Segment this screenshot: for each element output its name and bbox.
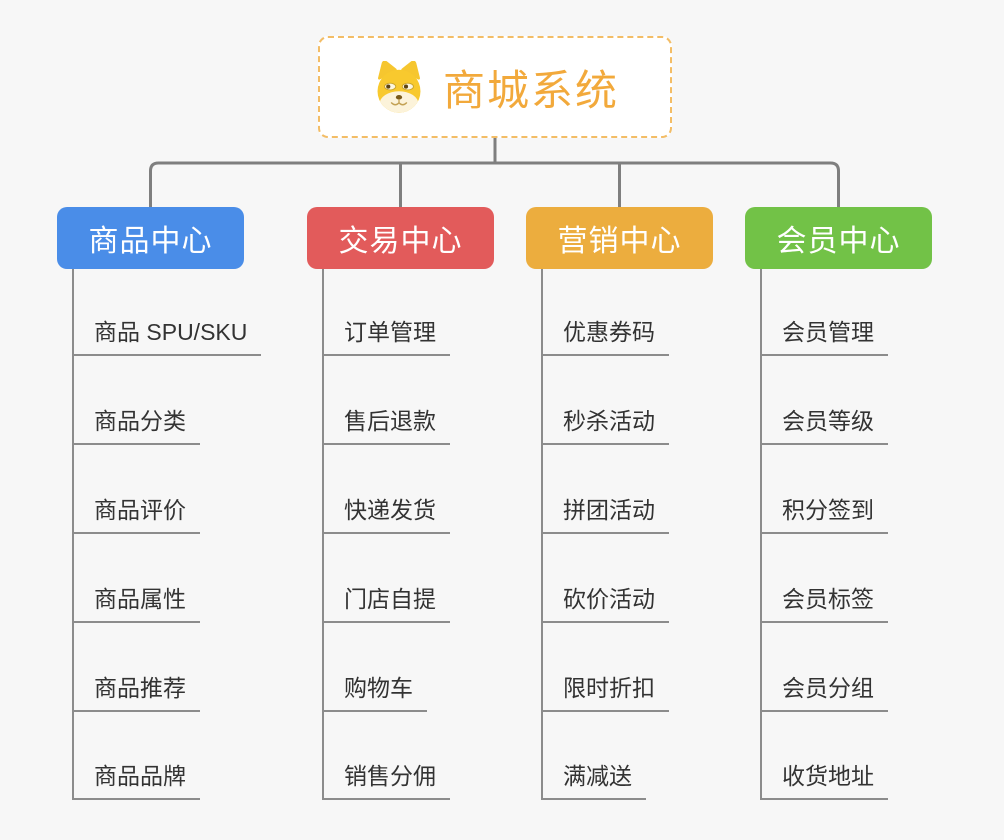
child-topic[interactable]: 商品评价 — [72, 495, 200, 534]
child-topic[interactable]: 会员等级 — [760, 406, 888, 445]
child-topic[interactable]: 订单管理 — [322, 317, 450, 356]
child-topic[interactable]: 会员管理 — [760, 317, 888, 356]
connector-lines — [149, 138, 840, 207]
child-topic[interactable]: 积分签到 — [760, 495, 888, 534]
child-topic[interactable]: 商品 SPU/SKU — [72, 317, 262, 356]
branch-trunk-line — [72, 269, 74, 800]
branch-box-trade[interactable]: 交易中心 — [307, 207, 494, 269]
child-topic[interactable]: 收货地址 — [760, 761, 888, 800]
dog-face-icon — [377, 60, 421, 113]
child-topic[interactable]: 拼团活动 — [541, 495, 669, 534]
branch-box-marketing[interactable]: 营销中心 — [526, 207, 713, 269]
child-topic[interactable]: 购物车 — [322, 673, 427, 712]
child-topic[interactable]: 商品品牌 — [72, 761, 200, 800]
child-topic[interactable]: 会员标签 — [760, 584, 888, 623]
branch-box-member[interactable]: 会员中心 — [745, 207, 932, 269]
child-topic[interactable]: 商品推荐 — [72, 673, 200, 712]
child-topic[interactable]: 销售分佣 — [322, 761, 450, 800]
branch-trunk-line — [760, 269, 762, 800]
child-topic[interactable]: 快递发货 — [322, 495, 450, 534]
child-topic[interactable]: 优惠券码 — [541, 317, 669, 356]
root-title: 商城系统 — [442, 66, 619, 114]
branch-box-product[interactable]: 商品中心 — [57, 207, 244, 269]
child-topic[interactable]: 砍价活动 — [541, 584, 669, 623]
child-topic[interactable]: 商品分类 — [72, 406, 200, 445]
child-topic[interactable]: 门店自提 — [322, 584, 450, 623]
child-topic[interactable]: 售后退款 — [322, 406, 450, 445]
child-topic[interactable]: 会员分组 — [760, 673, 888, 712]
child-topic[interactable]: 满减送 — [541, 761, 646, 800]
child-topic[interactable]: 秒杀活动 — [541, 406, 669, 445]
child-topic[interactable]: 限时折扣 — [541, 673, 669, 712]
branch-trunk-line — [541, 269, 543, 800]
root-node[interactable]: 商城系统 — [318, 36, 672, 138]
child-topic[interactable]: 商品属性 — [72, 584, 200, 623]
branch-trunk-line — [322, 269, 324, 800]
